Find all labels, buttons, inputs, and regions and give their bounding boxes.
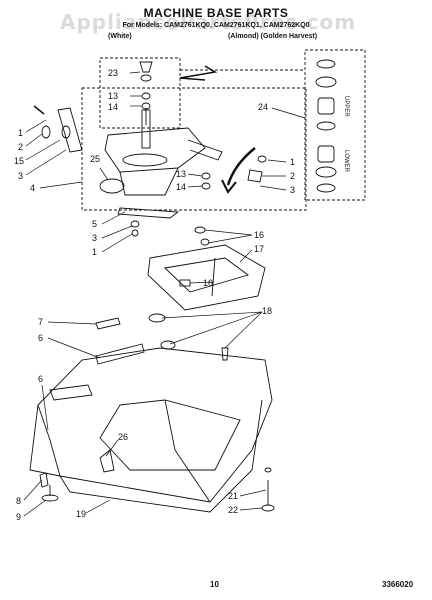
document-number: 3366020 bbox=[382, 580, 414, 589]
lower-hardware bbox=[117, 207, 180, 237]
color-white-label: (White) bbox=[108, 33, 132, 40]
callout-18: 18 bbox=[262, 306, 272, 316]
callout-6: 6 bbox=[38, 333, 43, 343]
strap-bracket bbox=[95, 317, 121, 330]
callout-1: 1 bbox=[18, 128, 23, 138]
callout-22: 22 bbox=[228, 505, 238, 515]
left-bracket bbox=[33, 105, 83, 153]
bearing-kit bbox=[315, 59, 337, 193]
callout-2: 2 bbox=[18, 142, 23, 152]
callout-4: 4 bbox=[30, 183, 35, 193]
callout-13: 13 bbox=[108, 91, 118, 101]
callout-5: 5 bbox=[92, 219, 97, 229]
upper-label: UPPER bbox=[343, 96, 349, 117]
callout-25: 25 bbox=[90, 154, 100, 164]
page-number: 10 bbox=[210, 580, 219, 589]
bearing-kit-box bbox=[304, 49, 366, 201]
arrow-icon bbox=[179, 65, 218, 81]
callout-14: 14 bbox=[108, 102, 118, 112]
callout-26: 26 bbox=[118, 432, 128, 442]
callout-21: 21 bbox=[228, 491, 238, 501]
callout-7: 7 bbox=[38, 317, 43, 327]
top-seal-box bbox=[99, 57, 181, 129]
support-rail-upper bbox=[95, 343, 145, 365]
drive-frame bbox=[147, 226, 266, 311]
callout-9: 9 bbox=[16, 512, 21, 522]
callout-19: 19 bbox=[76, 509, 86, 519]
callout-16-frame: 16 bbox=[203, 278, 213, 288]
models-subtitle: For Models: CAM2761KQ0, CAM2761KQ1, CAM2… bbox=[122, 22, 310, 29]
leveling-leg-left bbox=[39, 472, 59, 502]
page-title: MACHINE BASE PARTS bbox=[143, 6, 289, 20]
callout-3: 3 bbox=[18, 171, 23, 181]
leveling-leg-right bbox=[261, 467, 275, 512]
transmission bbox=[99, 109, 223, 196]
curved-arrow-icon bbox=[226, 147, 256, 186]
callout-8: 8 bbox=[16, 496, 21, 506]
callout-6-rail: 6 bbox=[38, 374, 43, 384]
callout-14-right: 14 bbox=[176, 182, 186, 192]
callout-1-right: 1 bbox=[290, 157, 295, 167]
machine-base bbox=[29, 347, 273, 513]
callout-15: 15 bbox=[14, 156, 24, 166]
callout-13-right: 13 bbox=[176, 169, 186, 179]
callout-3-right: 3 bbox=[290, 185, 295, 195]
callout-24: 24 bbox=[258, 102, 268, 112]
callout-3-lower: 3 bbox=[92, 233, 97, 243]
callout-16: 16 bbox=[254, 230, 264, 240]
color-almond-label: (Almond) (Golden Harvest) bbox=[228, 33, 318, 40]
lower-label: LOWER bbox=[343, 150, 349, 173]
callout-2-right: 2 bbox=[290, 171, 295, 181]
callout-23: 23 bbox=[108, 68, 118, 78]
callout-17: 17 bbox=[254, 244, 264, 254]
callout-1-lower: 1 bbox=[92, 247, 97, 257]
